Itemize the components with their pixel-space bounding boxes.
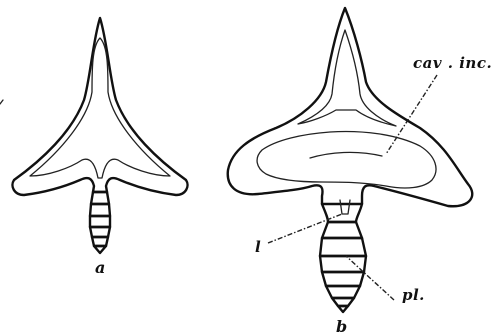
label-l: l <box>255 238 261 256</box>
root-b <box>320 222 366 312</box>
edge-mark <box>0 100 3 104</box>
root-a <box>90 192 110 253</box>
label-b: b <box>336 317 347 335</box>
label-a: a <box>95 258 105 277</box>
label-pl: pl. <box>402 286 425 304</box>
annotation-pl: pl. <box>346 256 425 304</box>
specimen-a: a <box>12 18 187 277</box>
leader-pl <box>346 256 394 300</box>
label-cav-inc: cav . inc. <box>413 54 492 72</box>
